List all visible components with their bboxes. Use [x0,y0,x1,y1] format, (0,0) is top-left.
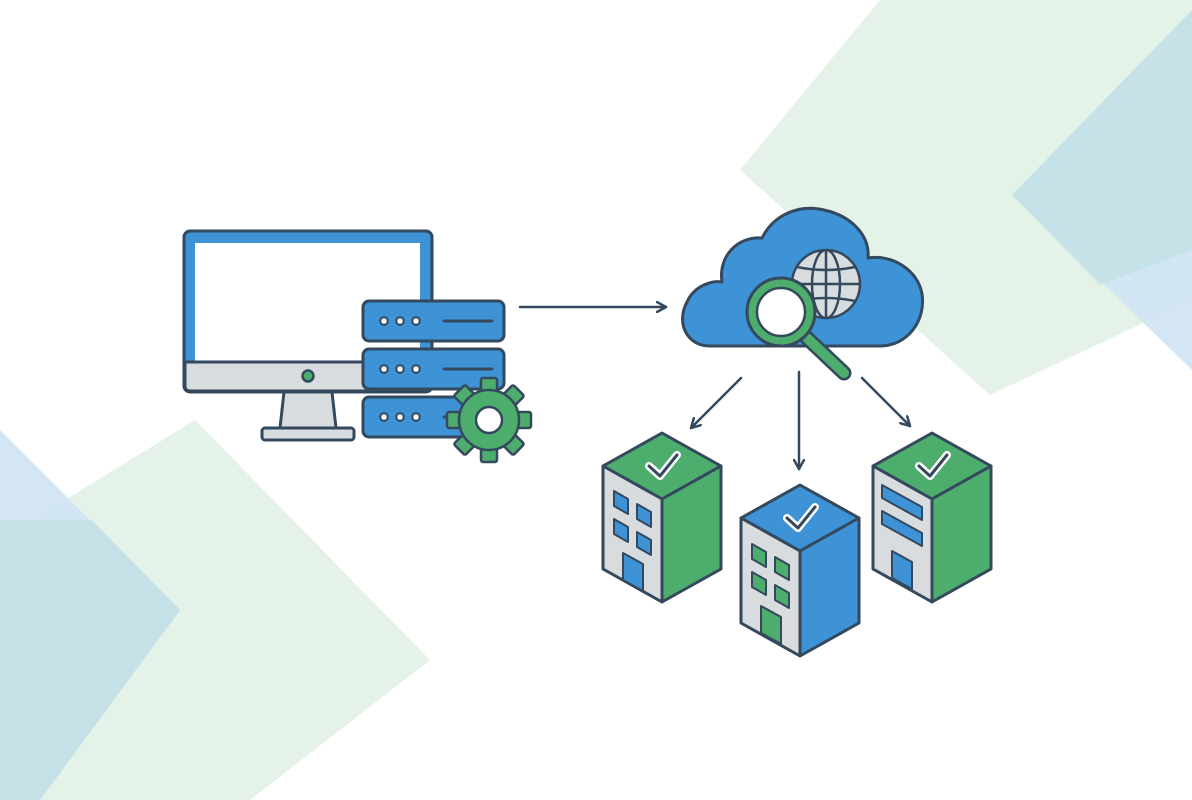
monitor-neck [278,390,338,430]
bg-shape-teal-bottom [0,520,180,800]
building-side [660,464,723,604]
server-unit [361,299,506,343]
magnifier-icon [745,276,852,381]
server-unit [361,347,506,391]
office-building-icon [601,431,723,604]
office-building-icon [739,483,861,658]
building-door [622,552,644,592]
building-door [891,550,913,590]
arrow-to-building-left [689,376,743,430]
bg-shape-teal-top [1012,10,1192,285]
power-button-icon [301,369,315,383]
monitor-base [260,426,356,442]
bg-shape-green-top [740,0,1192,395]
office-building-icon [871,431,993,604]
building-windows [881,484,923,547]
gear-icon [445,376,533,464]
building-side [798,516,861,658]
arrow-to-building-right [860,376,912,428]
building-side [930,464,993,604]
building-door [760,605,782,645]
building-windows [751,543,790,609]
building-windows [613,490,652,556]
